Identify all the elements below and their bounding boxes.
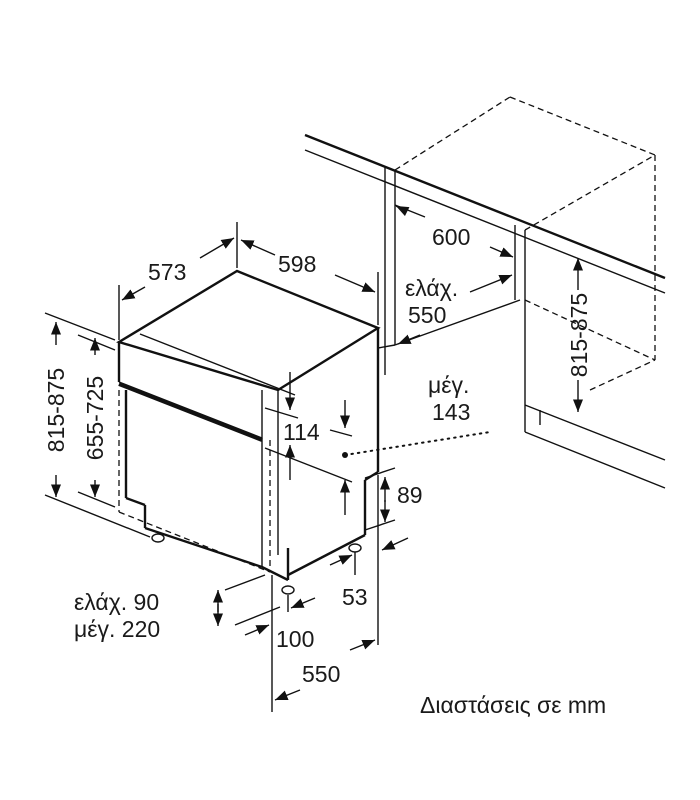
plinth-max-label: μέγ. 220 [74, 616, 160, 642]
width-598-label: 598 [278, 251, 316, 277]
plinth-89-label: 89 [397, 482, 423, 508]
depth-550-label: 550 [302, 661, 340, 687]
niche-depth-min-value: 550 [408, 302, 446, 328]
kitchen-cabinet [304, 133, 666, 489]
plinth-min-label: ελάχ. 90 [74, 589, 159, 615]
foot-53-label: 53 [342, 584, 368, 610]
niche-outline [394, 96, 656, 391]
niche-width-label: 600 [432, 224, 470, 250]
dishwasher [116, 269, 381, 595]
total-height-label: 815-875 [43, 368, 69, 452]
depth-573-label: 573 [148, 259, 186, 285]
caption: Διαστάσεις σε mm [420, 692, 606, 718]
body-height-label: 655-725 [82, 376, 108, 460]
max-label: μέγ. [428, 372, 469, 398]
niche-height-label: 815-875 [566, 293, 592, 377]
panel-114-label: 114 [283, 419, 320, 445]
depth-100-label: 100 [276, 626, 314, 652]
max-143-label: 143 [432, 399, 470, 425]
dimension-lines [44, 204, 584, 712]
niche-depth-min-label: ελάχ. [405, 275, 458, 301]
